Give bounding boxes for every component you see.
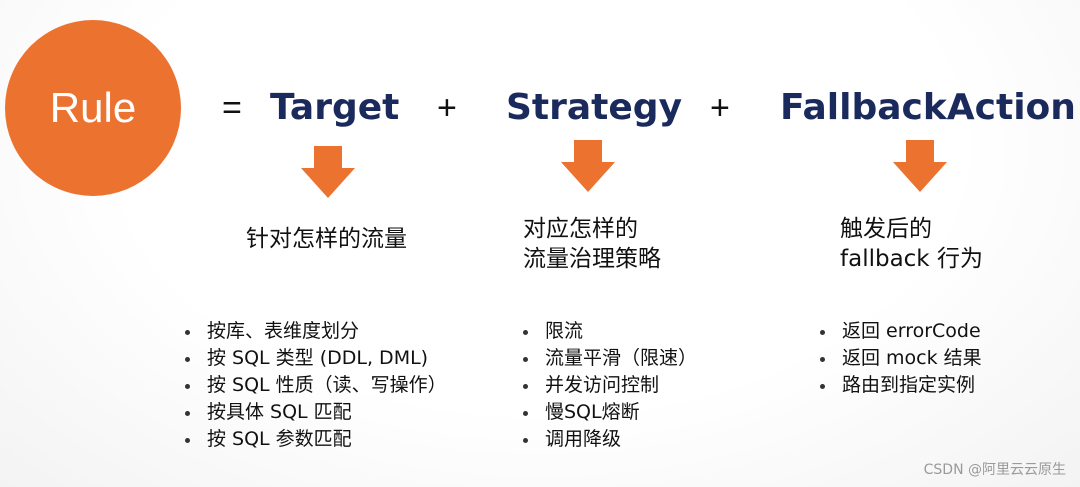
- equals-sign: =: [222, 89, 242, 127]
- target-description-line: 针对怎样的流量: [246, 226, 407, 252]
- bullet-icon: [185, 330, 190, 335]
- fallback-bullet-list: 返回 errorCode 返回 mock 结果 路由到指定实例: [815, 318, 982, 399]
- strategy-bullet-list: 限流 流量平滑（限速） 并发访问控制 慢SQL熔断 调用降级: [518, 318, 697, 453]
- list-item: 按 SQL 参数匹配: [180, 426, 447, 453]
- list-item-text: 慢SQL熔断: [545, 401, 640, 423]
- bullet-icon: [820, 384, 825, 389]
- list-item-text: 返回 mock 结果: [842, 347, 982, 369]
- bullet-icon: [185, 411, 190, 416]
- list-item: 按具体 SQL 匹配: [180, 399, 447, 426]
- down-arrow-icon: [561, 140, 615, 192]
- list-item-text: 按 SQL 性质（读、写操作）: [207, 374, 447, 396]
- list-item: 并发访问控制: [518, 372, 697, 399]
- list-item-text: 按库、表维度划分: [207, 320, 360, 342]
- target-heading: Target: [270, 87, 400, 128]
- list-item-text: 路由到指定实例: [842, 374, 976, 396]
- bullet-icon: [185, 357, 190, 362]
- strategy-description-line: 流量治理策略: [523, 246, 661, 272]
- plus-sign-1: +: [437, 89, 457, 127]
- down-arrow-icon: [893, 140, 947, 192]
- strategy-description: 对应怎样的 流量治理策略: [523, 214, 661, 274]
- list-item: 流量平滑（限速）: [518, 345, 697, 372]
- bullet-icon: [185, 384, 190, 389]
- list-item-text: 并发访问控制: [545, 374, 660, 396]
- list-item: 返回 mock 结果: [815, 345, 982, 372]
- bullet-icon: [185, 438, 190, 443]
- target-bullet-list: 按库、表维度划分 按 SQL 类型 (DDL, DML) 按 SQL 性质（读、…: [180, 318, 447, 453]
- list-item-text: 按 SQL 参数匹配: [207, 428, 352, 450]
- bullet-icon: [820, 357, 825, 362]
- strategy-heading: Strategy: [506, 87, 683, 128]
- list-item: 限流: [518, 318, 697, 345]
- bullet-icon: [523, 357, 528, 362]
- bullet-icon: [523, 330, 528, 335]
- rule-label: Rule: [49, 84, 137, 131]
- watermark: CSDN @阿里云云原生: [923, 462, 1066, 478]
- strategy-description-line: 对应怎样的: [523, 216, 638, 242]
- fallback-description: 触发后的 fallback 行为: [840, 214, 983, 274]
- list-item: 调用降级: [518, 426, 697, 453]
- list-item-text: 调用降级: [545, 428, 622, 450]
- list-item-text: 流量平滑（限速）: [545, 347, 698, 369]
- list-item: 按 SQL 类型 (DDL, DML): [180, 345, 447, 372]
- list-item: 返回 errorCode: [815, 318, 982, 345]
- fallback-description-line: 触发后的: [840, 216, 932, 242]
- plus-sign-2: +: [710, 89, 730, 127]
- down-arrow-icon: [301, 146, 355, 198]
- fallback-action-heading: FallbackAction: [780, 87, 1076, 128]
- list-item: 路由到指定实例: [815, 372, 982, 399]
- list-item-text: 按 SQL 类型 (DDL, DML): [207, 347, 429, 369]
- list-item: 慢SQL熔断: [518, 399, 697, 426]
- bullet-icon: [820, 330, 825, 335]
- list-item: 按库、表维度划分: [180, 318, 447, 345]
- fallback-description-line: fallback 行为: [840, 246, 983, 272]
- bullet-icon: [523, 384, 528, 389]
- bullet-icon: [523, 411, 528, 416]
- target-description: 针对怎样的流量: [246, 224, 407, 254]
- bullet-icon: [523, 438, 528, 443]
- list-item-text: 返回 errorCode: [842, 320, 981, 342]
- list-item-text: 按具体 SQL 匹配: [207, 401, 352, 423]
- list-item-text: 限流: [545, 320, 584, 342]
- list-item: 按 SQL 性质（读、写操作）: [180, 372, 447, 399]
- rule-circle: Rule: [5, 20, 181, 196]
